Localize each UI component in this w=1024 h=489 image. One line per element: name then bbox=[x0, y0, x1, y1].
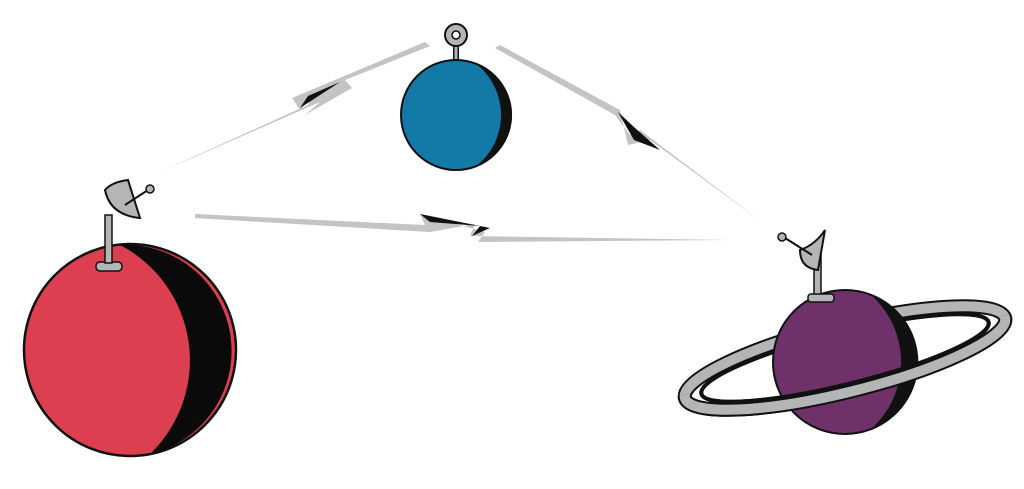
signal-beam-red-purple bbox=[195, 214, 730, 242]
red-planet bbox=[22, 178, 238, 458]
ringed-purple-planet bbox=[677, 229, 1013, 435]
signal-beam-blue-red bbox=[160, 42, 430, 172]
blue-planet bbox=[400, 23, 513, 171]
signal-beam-blue-purple bbox=[495, 45, 762, 222]
